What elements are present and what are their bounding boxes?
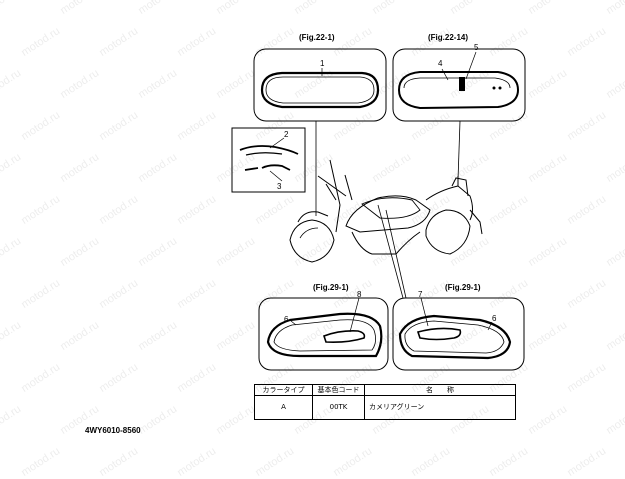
fender-stripe: [403, 77, 511, 89]
cell-color-code: 00TK: [312, 395, 365, 420]
fig-ref-bottom-right: (Fig.29-1): [445, 283, 481, 292]
panel-fig-22-1: [253, 48, 387, 122]
side-cover-stripe: [265, 76, 375, 104]
callout-leader-8: [349, 297, 360, 333]
header-color-type: カラータイプ: [254, 384, 313, 396]
callout-8: 8: [357, 290, 362, 299]
panel-fig-22-14: [392, 48, 526, 122]
emblem-script-2: [244, 164, 291, 171]
fig-ref-top-right: (Fig.22-14): [428, 33, 469, 42]
tank-right-part: [398, 314, 512, 360]
callout-leader-6-right: [487, 321, 493, 331]
fig-ref-top-left: (Fig.22-1): [299, 33, 335, 42]
fender-part: [397, 71, 520, 110]
header-color-code: 基本色コード: [312, 384, 365, 396]
table-row: A 00TK カメリアグリーン: [254, 395, 516, 420]
cell-color-type: A: [254, 395, 313, 420]
callout-1: 1: [320, 59, 325, 68]
callout-leader-6-left: [290, 320, 297, 326]
emblem-script-1: [239, 145, 299, 155]
tank-left-emblem: [322, 330, 366, 343]
part-number: 4WY6010-8560: [85, 426, 141, 435]
callout-2: 2: [284, 130, 289, 139]
callout-leader-3: [269, 170, 283, 182]
tank-right-emblem: [416, 327, 462, 341]
callout-5: 5: [474, 43, 479, 52]
diagram-drawing: [231, 48, 526, 371]
panel-fig-29-1-left: [258, 297, 389, 371]
callout-6-right: 6: [492, 314, 497, 323]
callout-4: 4: [438, 59, 443, 68]
panel-fig-29-1-right: [392, 297, 525, 371]
motorcycle-outline: [289, 120, 483, 299]
color-table-header-row: カラータイプ 基本色コード 名 称: [254, 384, 516, 396]
callout-leader-2: [269, 137, 285, 149]
tank-left-part: [266, 312, 383, 358]
callout-7: 7: [418, 290, 423, 299]
callout-3: 3: [277, 182, 282, 191]
callout-6-left: 6: [284, 315, 289, 324]
header-name: 名 称: [364, 384, 516, 396]
callout-leader-7: [420, 297, 429, 327]
callout-leader-4: [441, 68, 449, 81]
color-table: カラータイプ 基本色コード 名 称 A 00TK カメリアグリーン: [254, 384, 516, 420]
fender-emblem: [459, 77, 465, 91]
emblem-box: [231, 127, 306, 193]
callout-leader-5: [465, 51, 477, 80]
fig-ref-bottom-left: (Fig.29-1): [313, 283, 349, 292]
cell-color-name: カメリアグリーン: [364, 395, 516, 420]
side-cover-part: [260, 71, 380, 109]
